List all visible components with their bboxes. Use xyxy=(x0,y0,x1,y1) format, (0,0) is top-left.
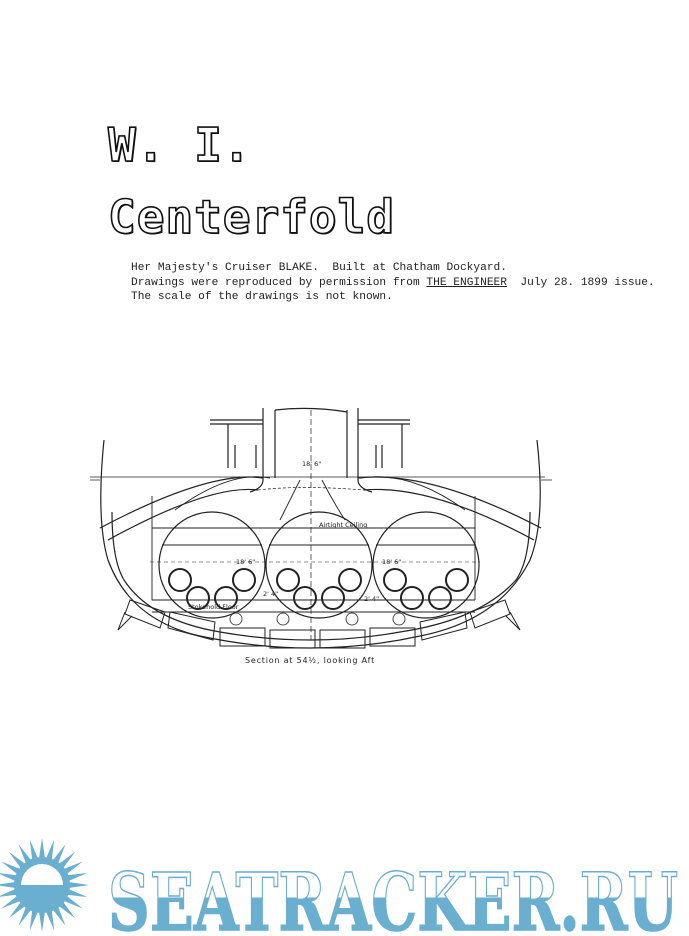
description: Her Majesty's Cruiser BLAKE. Built at Ch… xyxy=(131,261,655,305)
description-line-2-post: July 28. 1899 issue. xyxy=(506,276,655,289)
double-bottom xyxy=(117,599,521,649)
sun-ray xyxy=(45,909,55,931)
sun-ray xyxy=(29,909,39,931)
dimension-label-mid-left: 2' 4" xyxy=(263,590,278,598)
sun-ray xyxy=(58,851,76,869)
sun-ray xyxy=(62,861,83,875)
sun-ray xyxy=(8,851,26,869)
dimension-label-mid-right: 2' 4" xyxy=(364,595,379,603)
sun-ray xyxy=(1,861,22,875)
source-publication: THE ENGINEER xyxy=(426,276,507,289)
sun-ray xyxy=(0,881,17,889)
funnel xyxy=(249,407,373,640)
sun-ray xyxy=(1,895,22,909)
sun-ray xyxy=(0,888,18,897)
airtight-ceiling-label: Airtight Ceiling xyxy=(319,521,367,529)
description-line-2-pre: Drawings were reproduced by permission f… xyxy=(131,276,427,289)
drawing-caption: Section at 54½, looking Aft xyxy=(244,656,376,665)
seatracker-watermark: SEATRACKER.RU xyxy=(0,838,679,936)
sun-ray xyxy=(38,910,46,932)
sun-ray xyxy=(66,872,88,882)
dimension-label-top: 18' 6" xyxy=(302,460,321,468)
sun-ray xyxy=(52,905,66,926)
title-line-1: W. I. xyxy=(107,117,252,173)
sun-ray xyxy=(0,873,18,882)
description-line-3: The scale of the drawings is not known. xyxy=(131,291,393,303)
sun-ray xyxy=(62,895,83,909)
sun-ray xyxy=(66,888,88,898)
dimension-label-left: 18' 6" xyxy=(236,558,255,566)
sun-ray xyxy=(67,881,89,889)
ship-section-drawing: 18' 6" Airtight Ceiling 18' 6" 18' 6" St… xyxy=(90,407,552,649)
watermark-text: SEATRACKER.RU xyxy=(108,855,678,936)
hull xyxy=(90,439,552,649)
description-line-1: Her Majesty's Cruiser BLAKE. Built at Ch… xyxy=(131,262,507,274)
sun-logo-icon xyxy=(0,838,89,932)
upper-deck-structures xyxy=(210,419,410,468)
sun-ray xyxy=(18,905,32,926)
stokehold-floor-label: Stokehold Floor xyxy=(188,603,239,611)
sun-ray xyxy=(8,901,26,919)
sun-ray xyxy=(38,838,46,860)
sun-ray xyxy=(29,839,39,861)
dimension-label-right: 18' 6" xyxy=(382,558,401,566)
sun-ray xyxy=(45,839,55,861)
sun-ray xyxy=(58,901,76,919)
title-line-2: Centerfold xyxy=(107,189,395,245)
sun-ray xyxy=(52,844,66,865)
boilers xyxy=(150,476,480,626)
sun-ray xyxy=(18,844,32,865)
